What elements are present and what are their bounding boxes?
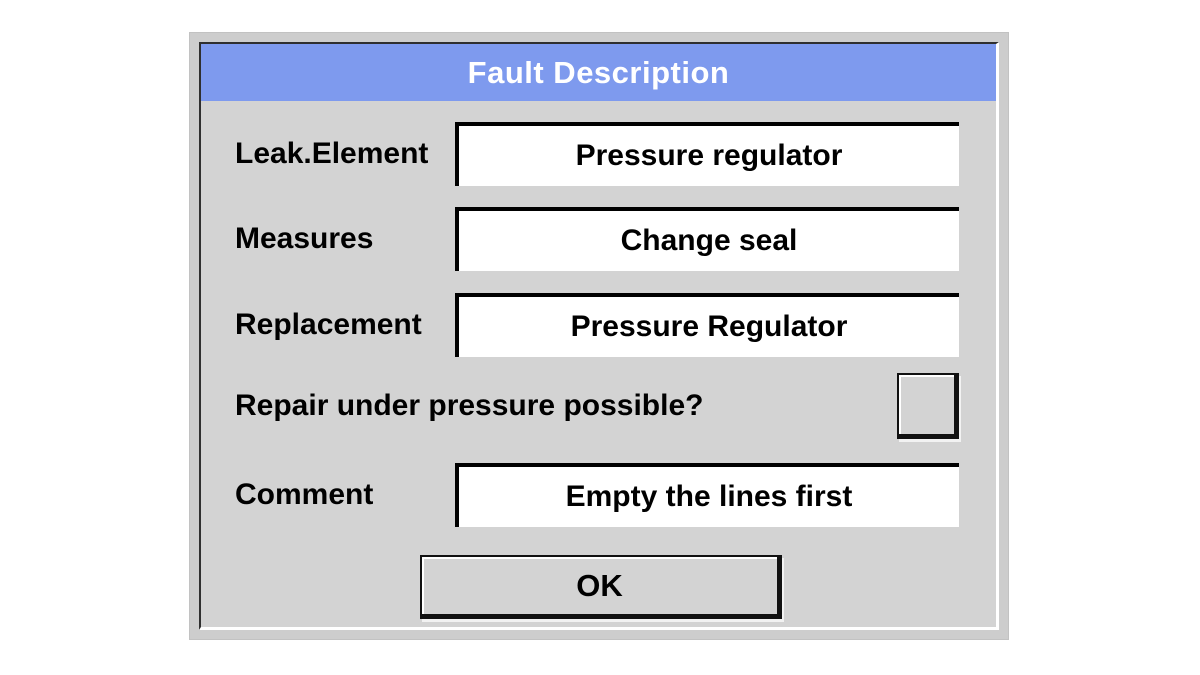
- replacement-field[interactable]: Pressure Regulator: [455, 293, 959, 357]
- ok-button[interactable]: OK: [420, 555, 782, 619]
- repair-under-pressure-label: Repair under pressure possible?: [235, 389, 704, 422]
- measures-field[interactable]: Change seal: [455, 207, 959, 271]
- leak-element-label: Leak.Element: [235, 137, 429, 170]
- replacement-label: Replacement: [235, 308, 422, 341]
- comment-field[interactable]: Empty the lines first: [455, 463, 959, 527]
- repair-under-pressure-checkbox[interactable]: [897, 373, 959, 439]
- leak-element-field[interactable]: Pressure regulator: [455, 122, 959, 186]
- dialog-panel: Fault Description Leak.Element Pressure …: [199, 42, 999, 630]
- fault-description-dialog: Fault Description Leak.Element Pressure …: [189, 32, 1009, 640]
- measures-label: Measures: [235, 222, 374, 255]
- comment-label: Comment: [235, 478, 374, 511]
- dialog-title-bar: Fault Description: [201, 44, 996, 101]
- dialog-title: Fault Description: [467, 54, 730, 90]
